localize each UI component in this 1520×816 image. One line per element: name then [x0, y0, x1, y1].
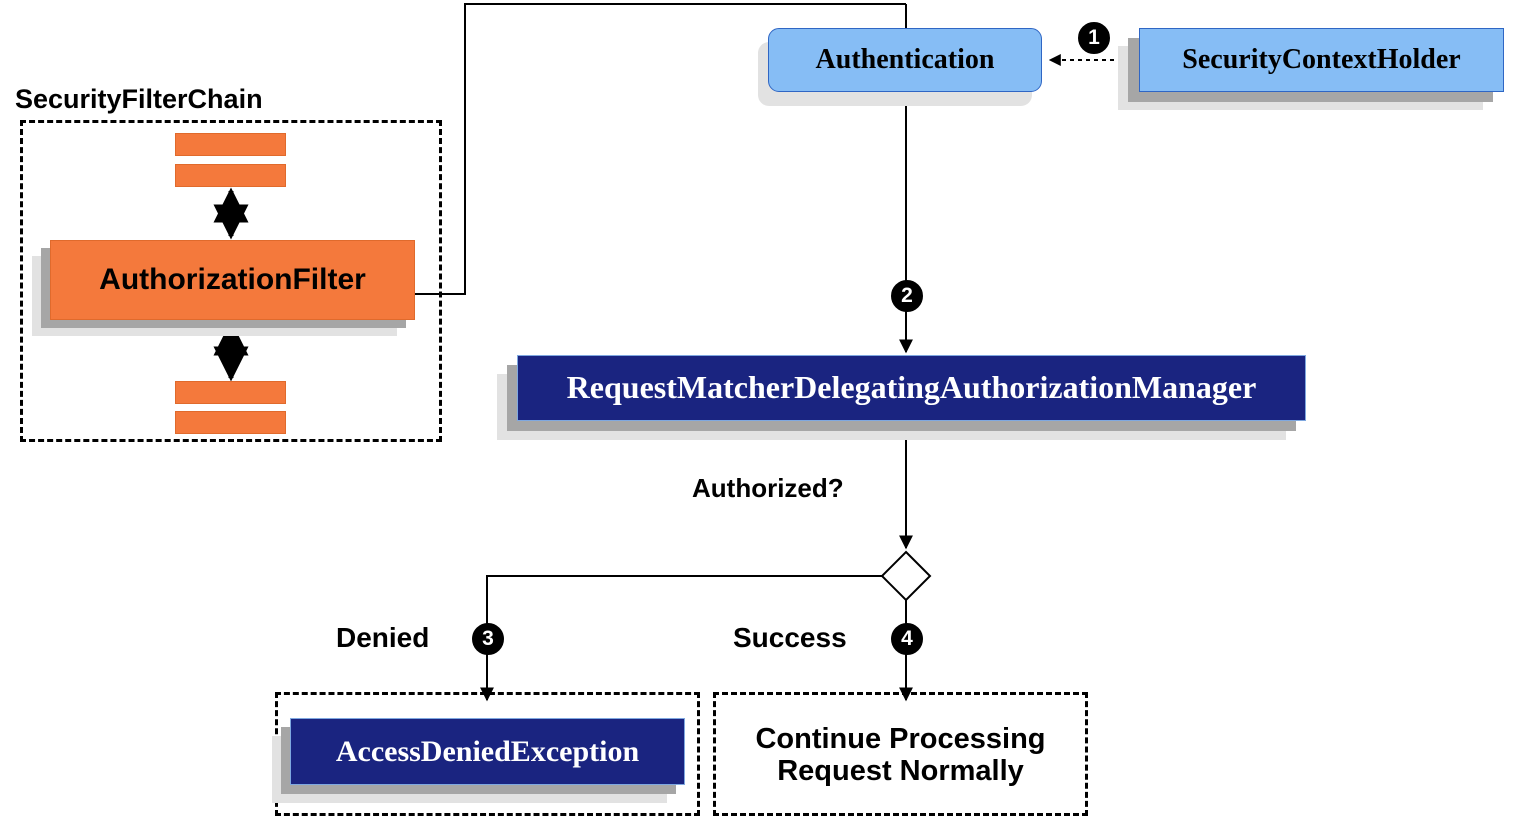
filter-bar-1 — [175, 133, 286, 156]
success-outcome-container — [713, 692, 1088, 816]
continue-processing-line-2: Request Normally — [777, 755, 1024, 787]
authentication-box[interactable]: Authentication — [768, 28, 1042, 92]
authorization-filter-box[interactable]: AuthorizationFilter — [50, 240, 415, 320]
continue-processing-line-1: Continue Processing — [755, 722, 1046, 755]
step-badge-4-number: 4 — [901, 627, 913, 650]
step-badge-3-number: 3 — [482, 627, 494, 650]
step-badge-4: 4 — [891, 623, 923, 655]
security-filter-chain-label: SecurityFilterChain — [15, 84, 263, 114]
authorization-manager-box[interactable]: RequestMatcherDelegatingAuthorizationMan… — [517, 355, 1306, 421]
step-badge-3: 3 — [472, 623, 504, 655]
security-context-holder-box[interactable]: SecurityContextHolder — [1139, 28, 1504, 92]
step-badge-1-number: 1 — [1088, 26, 1100, 49]
security-filter-chain-container — [20, 120, 442, 442]
access-denied-exception-box[interactable]: AccessDeniedException — [290, 718, 685, 785]
step-badge-2-number: 2 — [901, 284, 913, 307]
authorization-filter-label: AuthorizationFilter — [99, 263, 366, 296]
authorized-question-label: Authorized? — [692, 473, 844, 503]
step-badge-2: 2 — [891, 280, 923, 312]
denied-branch-label: Denied — [336, 622, 430, 653]
success-branch-label: Success — [733, 622, 847, 653]
decision-diamond — [880, 550, 932, 602]
authentication-label: Authentication — [815, 44, 995, 76]
step-badge-1: 1 — [1078, 22, 1110, 54]
filter-bar-2 — [175, 164, 286, 187]
filter-bar-4 — [175, 411, 286, 434]
authorization-manager-label: RequestMatcherDelegatingAuthorizationMan… — [566, 369, 1257, 406]
filter-bar-3 — [175, 381, 286, 404]
security-context-holder-label: SecurityContextHolder — [1182, 44, 1461, 76]
continue-processing-text: Continue Processing Request Normally — [713, 700, 1088, 810]
access-denied-exception-label: AccessDeniedException — [335, 734, 640, 768]
